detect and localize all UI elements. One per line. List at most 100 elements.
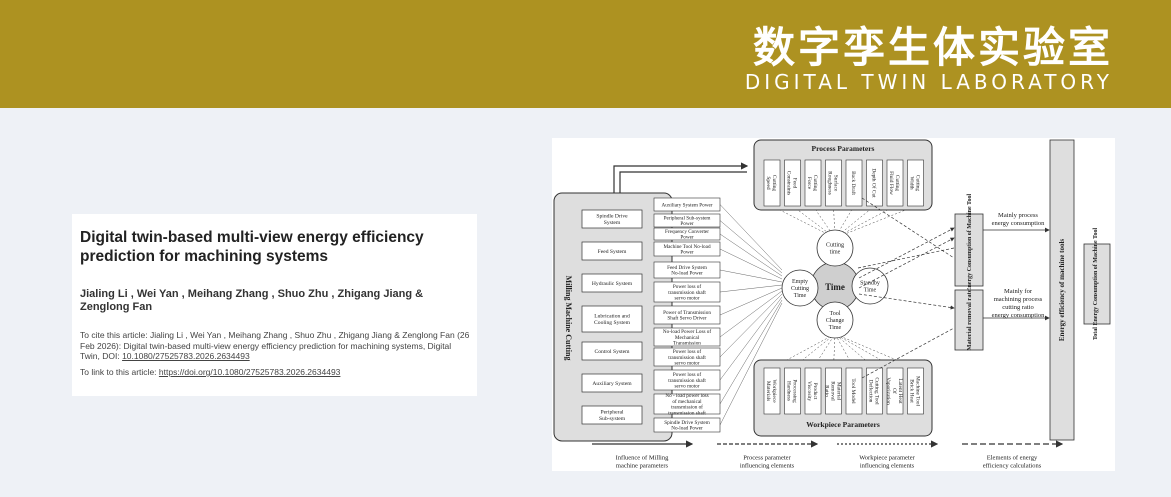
subsystem-box (581, 405, 643, 425)
process-param-box (763, 159, 781, 207)
process-param-label: SurfaceRoughness (827, 171, 840, 195)
power-label: Auxiliary System Power (661, 202, 712, 208)
link-label: To link to this article: (80, 367, 157, 377)
process-param-box (866, 159, 883, 207)
dashed-feed-lines (857, 197, 955, 379)
cite-label: To cite this article: (80, 330, 148, 340)
top-flow-arrow (613, 162, 749, 193)
workpiece-param-label: Cutting ToolDeflection (868, 377, 880, 405)
process-param-label: CuttingSpeed (765, 175, 777, 191)
subsystem-box (581, 305, 643, 333)
workpiece-param-label: ProductViscosity (806, 381, 818, 401)
power-box (653, 393, 721, 415)
workpiece-param-label: MaterialRemovalRatio (824, 381, 842, 401)
energy-efficiency-box (1049, 139, 1075, 441)
process-param-label: CuttingForce (806, 175, 818, 191)
process-param-box (825, 159, 842, 207)
power-box (653, 327, 721, 347)
power-box (653, 417, 721, 433)
time-center-label: Time (825, 282, 845, 292)
workpiece-param-box (845, 367, 863, 415)
header-banner: 数字孪生体实验室 DIGITAL TWIN LABORATORY (0, 0, 1171, 108)
process-param-box (886, 159, 904, 207)
paper-authors: Jialing Li , Wei Yan , Meihang Zhang , S… (80, 288, 424, 313)
power-box (653, 347, 721, 367)
time-node (816, 229, 854, 267)
energy-efficiency-label: Energy efficiency of machine tools (1058, 239, 1066, 342)
process-param-label: Back Draft (850, 171, 857, 195)
paper-title: Digital twin-based multi-view energy eff… (80, 229, 424, 265)
paper-link-line: To link to this article: https://doi.org… (80, 367, 472, 377)
workpiece-param-box (825, 367, 842, 415)
total-consumption-box (1083, 243, 1111, 325)
doi-link[interactable]: 10.1080/27525783.2026.2634493 (122, 351, 250, 361)
time-node (781, 269, 819, 307)
workpiece-param-box (866, 367, 883, 415)
power-box (653, 227, 721, 241)
power-box (653, 281, 721, 303)
workpiece-param-box (907, 367, 924, 415)
cite-text: Jialing Li , Wei Yan , Meihang Zhang , S… (80, 330, 470, 361)
subsystem-label: Feed System (598, 249, 627, 255)
workpiece-param-label: ProcessingHardness (786, 379, 798, 403)
workpiece-param-label: Machine ToolBrick Heat (909, 376, 921, 406)
process-param-box (845, 159, 863, 207)
article-url-link[interactable]: https://doi.org/10.1080/27525783.2026.26… (158, 367, 341, 377)
total-energy-box (954, 213, 984, 287)
material-removal-box (954, 289, 984, 351)
total-energy-box-label: Total Energy Consumption of Machine Tool (967, 194, 973, 307)
workpiece-param-box (784, 367, 801, 415)
process-param-box (784, 159, 801, 207)
subsystem-box (581, 341, 643, 361)
workpiece-param-label: Latent HeatOfVaporization (885, 377, 903, 405)
workpiece-param-box (804, 367, 822, 415)
workpiece-parameters-title: Workpiece Parameters (806, 420, 880, 429)
workpiece-param-box (763, 367, 781, 415)
paper-citation: To cite this article: Jialing Li , Wei Y… (80, 330, 472, 362)
milling-machine-label: Milling Machine Cutting (564, 276, 573, 361)
power-box (653, 261, 721, 279)
banner-title-english: DIGITAL TWIN LABORATORY (744, 70, 1113, 94)
process-param-label: Depth Of Cut (871, 168, 878, 198)
power-box (653, 213, 721, 228)
process-param-label: CuttingFluid Flow (888, 171, 900, 195)
workpiece-param-box (886, 367, 904, 415)
process-param-label: CuttingWidth (909, 175, 921, 191)
subsystem-label: Auxiliary System (592, 381, 632, 387)
power-box (653, 197, 721, 212)
process-param-box (804, 159, 822, 207)
subsystem-label: Control System (595, 349, 631, 355)
subsystem-box (581, 241, 643, 261)
subsystem-box (581, 273, 643, 293)
process-parameters-title: Process Parameters (812, 144, 875, 153)
workpiece-param-label: WorkpieceMaterials (765, 379, 777, 403)
banner-title-chinese: 数字孪生体实验室 (752, 23, 1113, 72)
time-node (816, 301, 854, 339)
paper-card: Digital twin-based multi-view energy eff… (72, 214, 477, 396)
subsystem-box (581, 373, 643, 393)
